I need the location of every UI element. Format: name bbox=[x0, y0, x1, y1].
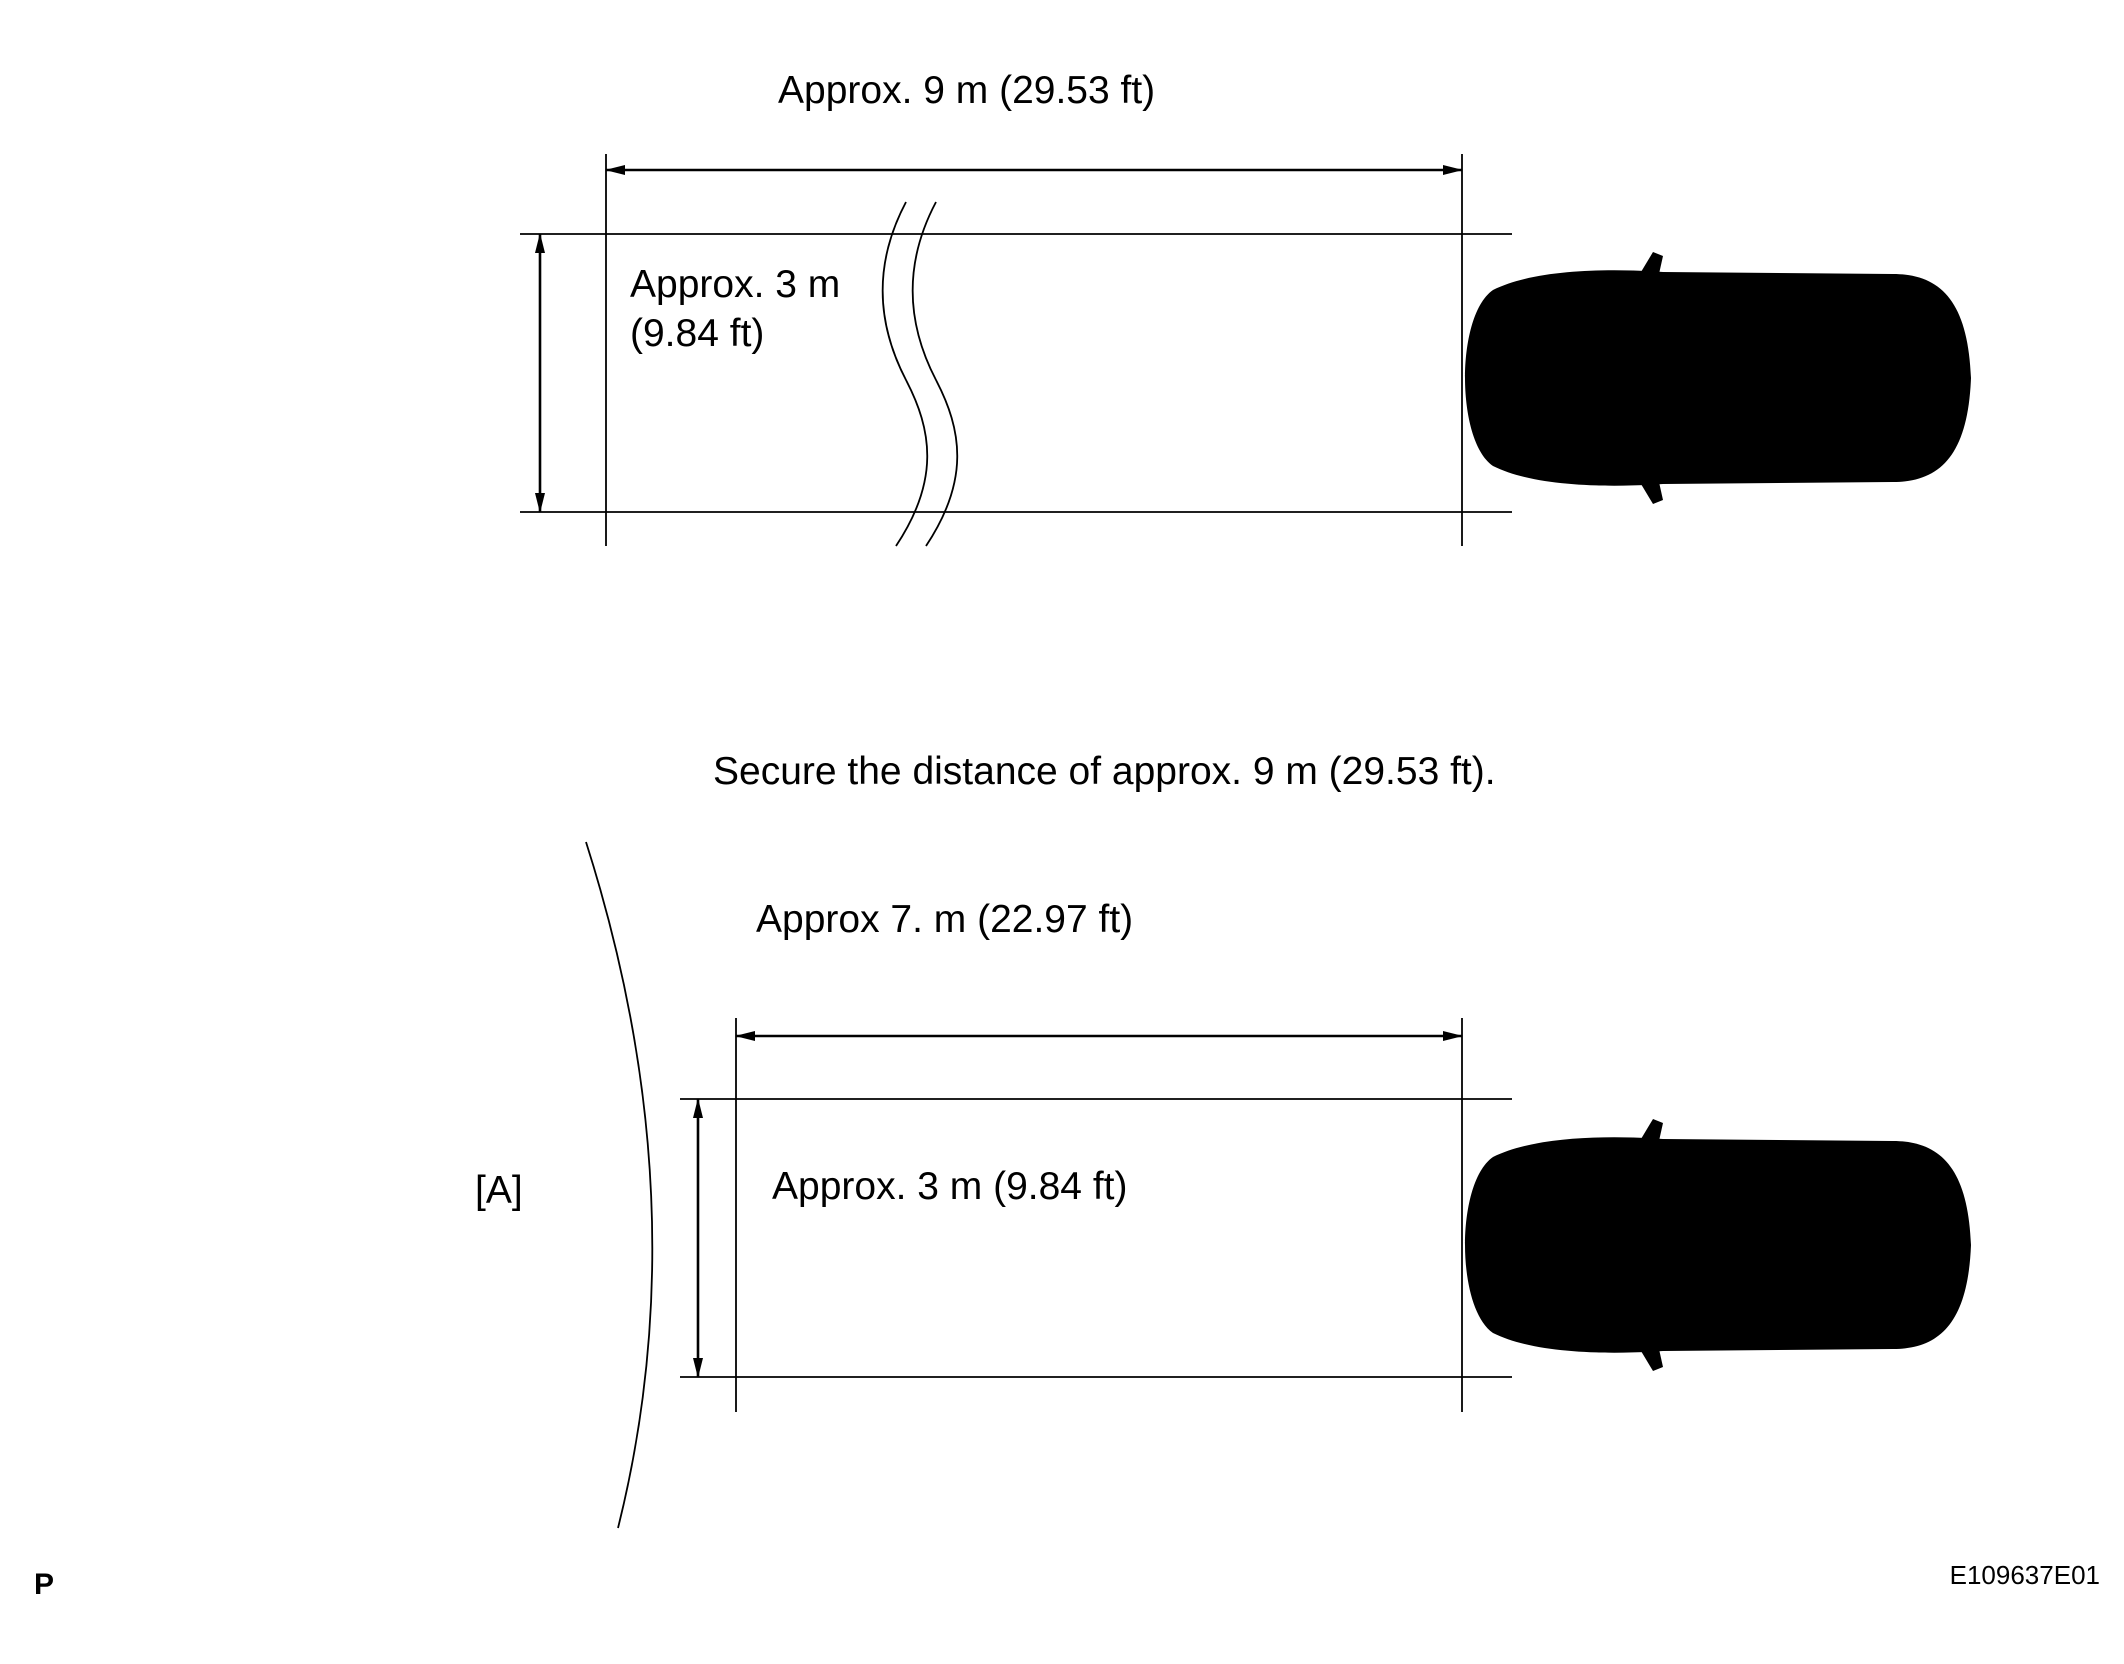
instruction-text: Secure the distance of approx. 9 m (29.5… bbox=[713, 750, 1496, 793]
bottom-diagram: Approx 7. m (22.97 ft) Approx. 3 m (9.84… bbox=[475, 841, 1971, 1529]
corner-mark: P bbox=[34, 1568, 54, 1601]
top-width-label-line2: (9.84 ft) bbox=[630, 312, 764, 355]
reference-code: E109637E01 bbox=[1950, 1560, 2100, 1590]
top-width-label-line1: Approx. 3 m bbox=[630, 263, 840, 306]
bottom-length-label: Approx 7. m (22.97 ft) bbox=[756, 898, 1133, 941]
bottom-vehicle-icon bbox=[1465, 1119, 1971, 1371]
top-break-symbol bbox=[881, 201, 929, 547]
obstacle-wall-curve bbox=[585, 841, 654, 1529]
bottom-width-label: Approx. 3 m (9.84 ft) bbox=[772, 1165, 1127, 1208]
top-vehicle-icon bbox=[1465, 252, 1971, 504]
obstacle-label: [A] bbox=[475, 1169, 523, 1212]
top-break-symbol-second bbox=[911, 201, 959, 547]
top-diagram: Approx. 9 m (29.53 ft) Approx. 3 m (9.84… bbox=[520, 69, 1971, 547]
top-length-label: Approx. 9 m (29.53 ft) bbox=[778, 69, 1155, 112]
